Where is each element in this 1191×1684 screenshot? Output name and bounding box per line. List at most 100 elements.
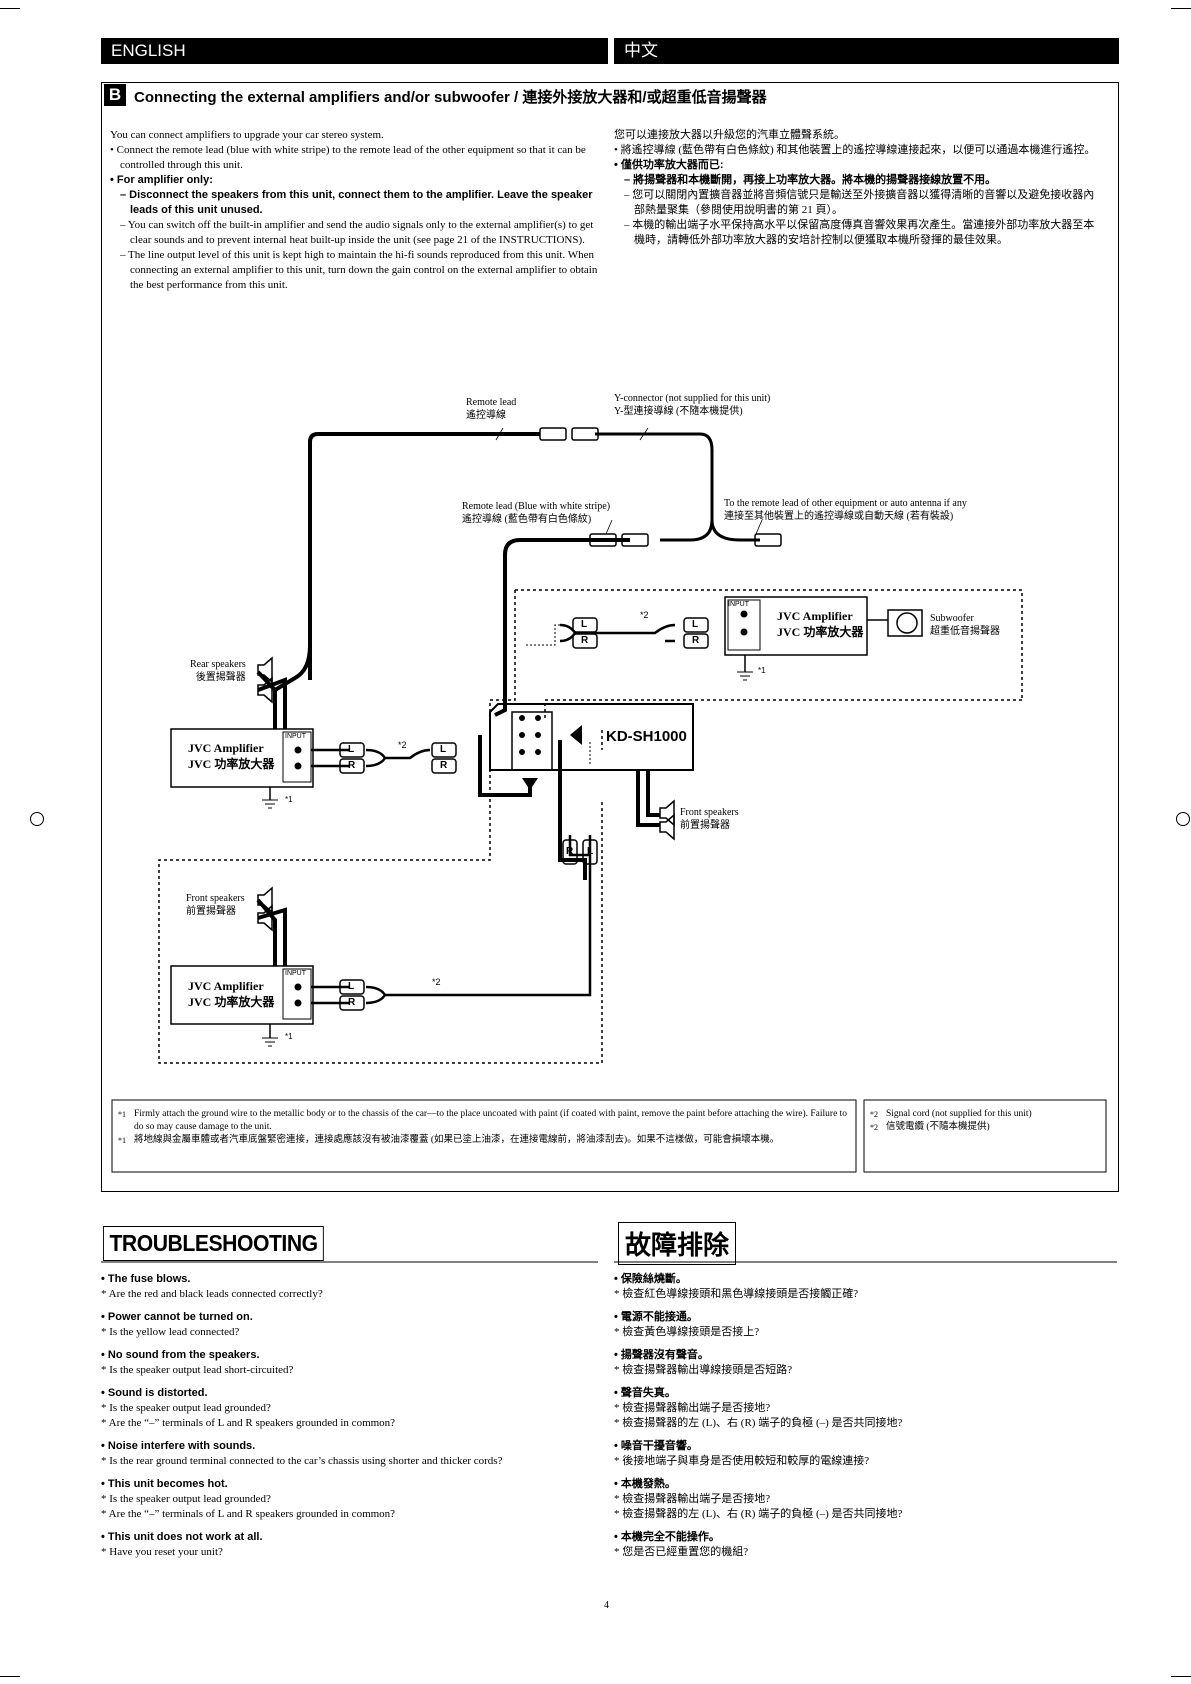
label-en: JVC Amplifier (188, 979, 264, 993)
plug-r-label: R (581, 635, 589, 646)
troubleshooting-check: * Are the “–” terminals of L and R speak… (101, 1417, 396, 1429)
troubleshooting-item: • 本機發熱。 * 檢查揚聲器輸出端子是否接地? * 檢查揚聲器的左 (L)、右 (… (614, 1477, 1114, 1522)
footnote-mark: *1 (118, 1136, 126, 1145)
unit-model-label: KD-SH1000 (606, 728, 687, 745)
troubleshooting-check: * Is the rear ground terminal connected … (101, 1455, 503, 1467)
troubleshooting-check: * Is the speaker output lead grounded? (101, 1402, 271, 1414)
label-zh: 超重低音揚聲器 (930, 626, 1000, 637)
label-zh: 前置揚聲器 (186, 906, 236, 917)
troubleshooting-check: * 檢查揚聲器的左 (L)、右 (R) 端子的負極 (–) 是否共同接地? (614, 1508, 903, 1520)
troubleshooting-check: * 檢查揚聲器的左 (L)、右 (R) 端子的負極 (–) 是否共同接地? (614, 1417, 903, 1429)
label-en: Remote lead (466, 397, 517, 408)
troubleshooting-symptom: • No sound from the speakers. (101, 1349, 260, 1361)
troubleshooting-item: • 聲音失真。 * 檢查揚聲器輸出端子是否接地? * 檢查揚聲器的左 (L)、右 (… (614, 1386, 1114, 1431)
plug-r-label: R (566, 846, 574, 857)
y-connector-label: Y-connector (not supplied for this unit)… (614, 392, 770, 418)
plug-l-label: L (581, 619, 588, 630)
troubleshooting-symptom: • 電源不能接通。 (614, 1311, 698, 1323)
troubleshooting-item: • No sound from the speakers. * Is the sp… (101, 1348, 591, 1378)
label-en: Subwoofer (930, 613, 974, 624)
label-en: Front speakers (680, 807, 739, 818)
chinese-bullet: • 將遙控導線 (藍色帶有白色條紋) 和其他裝置上的遙控導線連接起來，以便可以通… (614, 144, 1096, 156)
troubleshooting-item: • Sound is distorted. * Is the speaker ou… (101, 1386, 591, 1431)
rear-speakers-label: Rear speakers 後置揚聲器 (190, 658, 246, 684)
plug-l-label: L (348, 744, 355, 755)
footnote-text-en: Signal cord (not supplied for this unit) (886, 1109, 1032, 1119)
english-dash: – Disconnect the speakers from this unit… (120, 189, 593, 216)
label-en: JVC Amplifier (777, 609, 853, 623)
label-en: To the remote lead of other equipment or… (724, 498, 967, 509)
troubleshooting-check: * 檢查揚聲器輸出端子是否接地? (614, 1402, 771, 1414)
input-label: INPUT (285, 970, 306, 977)
remote-lead-label: Remote lead 遙控導線 (466, 396, 516, 422)
troubleshooting-item: • The fuse blows.* Are the red and black… (101, 1272, 591, 1302)
label-en: Remote lead (Blue with white stripe) (462, 501, 611, 512)
troubleshooting-symptom: • 揚聲器沒有聲音。 (614, 1349, 709, 1361)
troubleshooting-check: * 檢查黃色導線接頭是否接上? (614, 1326, 760, 1338)
troubleshooting-check: * 後接地端子與車身是否使用較短和較厚的電線連接? (614, 1455, 870, 1467)
chinese-text: 您可以連接放大器以升級您的汽車立體聲系統。 • 將遙控導線 (藍色帶有白色條紋)… (614, 128, 1104, 248)
troubleshooting-item: • This unit does not work at all.* Have … (101, 1530, 591, 1560)
front-speakers-label-left: Front speakers 前置揚聲器 (186, 892, 245, 918)
label-en: Y-connector (not supplied for this unit) (614, 393, 771, 404)
troubleshooting-item: • 本機完全不能操作。 * 您是否已經重置您的機組? (614, 1530, 1114, 1560)
footnote-mark: *2 (870, 1123, 878, 1132)
plug-r-label: R (348, 760, 356, 771)
section-letter: B (104, 84, 126, 106)
remote-lead-blue-label: Remote lead (Blue with white stripe) 遙控導… (462, 500, 610, 526)
star1-label: *1 (758, 666, 766, 675)
troubleshooting-list-zh: • 保險絲燒斷。 * 檢查紅色導線接頭和黑色導線接頭是否接觸正確? • 電源不能接通… (614, 1272, 1114, 1568)
troubleshooting-symptom: • 噪音干擾音響。 (614, 1440, 698, 1452)
chinese-intro: 您可以連接放大器以升級您的汽車立體聲系統。 (614, 129, 845, 141)
registration-mark-icon (30, 812, 44, 826)
troubleshooting-check: * Are the “–” terminals of L and R speak… (101, 1508, 396, 1520)
english-dash: – You can switch off the built-in amplif… (120, 219, 594, 246)
label-zh: 後置揚聲器 (195, 672, 246, 683)
label-zh: JVC 功率放大器 (188, 757, 275, 771)
troubleshooting-symptom: • Sound is distorted. (101, 1387, 208, 1399)
troubleshooting-check: * 檢查揚聲器輸出導線接頭是否短路? (614, 1364, 793, 1376)
plug-r-label: R (692, 635, 700, 646)
chinese-dash: – 將揚聲器和本機斷開，再接上功率放大器。將本機的揚聲器接線放置不用。 (624, 174, 997, 186)
star2-label: *2 (398, 740, 407, 750)
section-title: Connecting the external amplifiers and/o… (134, 89, 767, 106)
troubleshooting-check: * 您是否已經重置您的機組? (614, 1546, 749, 1558)
footnote-mark: *1 (118, 1110, 126, 1119)
label-zh: Y-型連接導線 (不隨本機提供) (614, 406, 743, 417)
rear-amp-label: JVC Amplifier JVC 功率放大器 (188, 740, 274, 772)
troubleshooting-symptom: • 保險絲燒斷。 (614, 1273, 687, 1285)
label-en: Rear speakers (190, 659, 246, 670)
chinese-dash: – 本機的輸出端子水平保持高水平以保留高度傳真音響效果再次產生。當連接外部功率放… (624, 219, 1095, 246)
troubleshooting-item: • This unit becomes hot.* Is the speaker… (101, 1477, 591, 1522)
star1-label: *1 (285, 795, 293, 804)
label-en: JVC Amplifier (188, 741, 264, 755)
troubleshooting-symptom: • 本機發熱。 (614, 1478, 676, 1490)
footnote-text-en: Firmly attach the ground wire to the met… (134, 1109, 848, 1132)
troubleshooting-symptom: • 聲音失真。 (614, 1387, 676, 1399)
troubleshooting-check: * 檢查紅色導線接頭和黑色導線接頭是否接觸正確? (614, 1288, 859, 1300)
crop-mark (1171, 1676, 1191, 1677)
troubleshooting-item: • 保險絲燒斷。 * 檢查紅色導線接頭和黑色導線接頭是否接觸正確? (614, 1272, 1114, 1302)
header-chinese: 中文 (614, 38, 1119, 64)
troubleshooting-check: * 檢查揚聲器輸出端子是否接地? (614, 1493, 771, 1505)
label-zh: 遙控導線 (藍色帶有白色條紋) (462, 514, 592, 525)
plug-r-label: R (348, 997, 356, 1008)
english-text: You can connect amplifiers to upgrade yo… (110, 128, 604, 293)
footnote-text-zh: 信號電纜 (不隨本機提供) (886, 1122, 990, 1132)
label-en: Front speakers (186, 893, 245, 904)
troubleshooting-check: * Is the speaker output lead short-circu… (101, 1364, 294, 1376)
front-speakers-label-right: Front speakers 前置揚聲器 (680, 806, 739, 832)
crop-mark (1171, 8, 1191, 9)
troubleshooting-title-zh: 故障排除 (618, 1222, 737, 1265)
label-zh: 遙控導線 (466, 410, 506, 421)
troubleshooting-check: * Have you reset your unit? (101, 1546, 223, 1558)
troubleshooting-symptom: • 本機完全不能操作。 (614, 1531, 720, 1543)
subwoofer-amp-label: JVC Amplifier JVC 功率放大器 (777, 608, 863, 640)
troubleshooting-check: * Is the speaker output lead grounded? (101, 1493, 271, 1505)
registration-mark-icon (1176, 812, 1190, 826)
label-zh: JVC 功率放大器 (777, 625, 864, 639)
star1-label: *1 (285, 1032, 293, 1041)
crop-mark (0, 1676, 20, 1677)
troubleshooting-symptom: • The fuse blows. (101, 1273, 191, 1285)
